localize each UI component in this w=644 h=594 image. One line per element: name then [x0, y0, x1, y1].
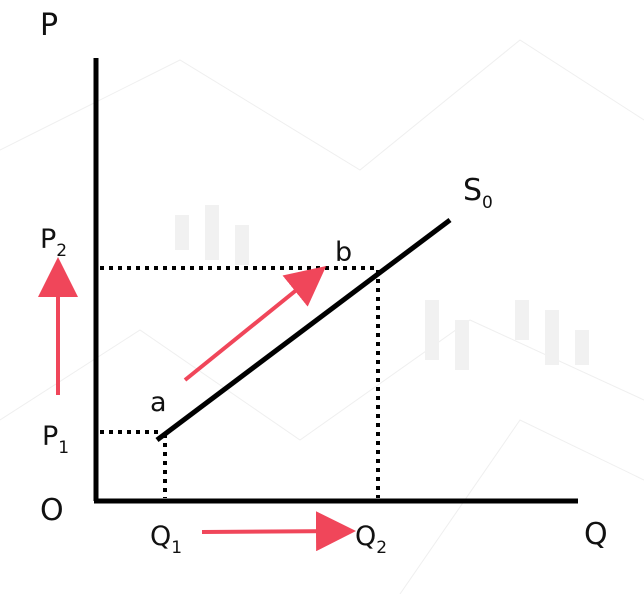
point-b-label: b — [335, 237, 352, 268]
movement-a-to-b-arrow — [183, 265, 327, 382]
origin-label: O — [40, 493, 64, 528]
supply-curve-label: S0 — [463, 173, 493, 213]
y-axis-label: P — [40, 8, 58, 43]
q1-label: Q1 — [150, 521, 182, 558]
q2-label: Q2 — [355, 521, 387, 558]
quantity-increase-arrow — [201, 511, 356, 552]
x-axis-label: Q — [584, 517, 608, 552]
point-a-label: a — [150, 387, 167, 418]
p1-label: P1 — [42, 421, 69, 458]
p2-label: P2 — [40, 224, 67, 261]
supply-curve-s0 — [155, 218, 452, 442]
